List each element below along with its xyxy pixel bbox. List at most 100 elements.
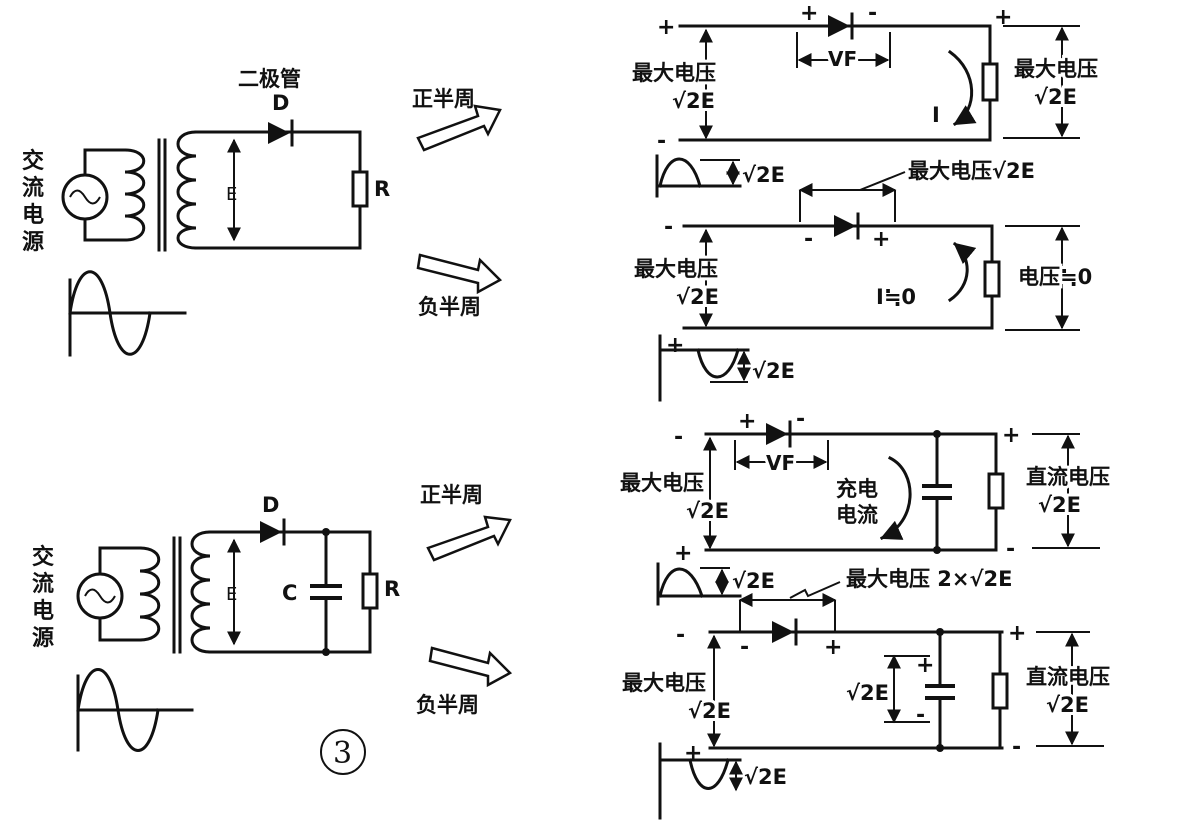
big-arrow-icon — [428, 646, 513, 688]
cap-voltage-label: √2E — [846, 681, 889, 705]
plus-sign: + — [1002, 423, 1020, 448]
charge-current-arrow — [880, 455, 912, 540]
half-wave-circuit: 交 流 电 源 二极管 D E R — [22, 67, 390, 357]
emf-label: E — [226, 184, 237, 205]
arrow-group-top: 正半周 负半周 — [412, 87, 503, 319]
junction-dot — [936, 744, 944, 752]
sine-glyph — [84, 588, 116, 604]
minus-sign: - — [1012, 735, 1021, 760]
diode-icon — [260, 521, 282, 543]
primary-wire — [98, 546, 142, 576]
source-label-char: 源 — [32, 626, 54, 651]
max-voltage-label: 最大电压 — [622, 671, 706, 695]
source-label-char: 流 — [22, 175, 44, 201]
dc-voltage-label: 直流电压 — [1026, 465, 1110, 489]
source-label-char: 交 — [22, 148, 44, 174]
diode-icon — [268, 122, 290, 144]
panel-positive-half-capacitor: - + - VF 最大电压 √2E 充电 电流 + - 直流电压 √2E + — [617, 407, 1113, 606]
half-wave-pulse — [658, 567, 704, 598]
max-voltage-label: 最大电压 — [634, 257, 718, 281]
minus-sign: - — [674, 425, 683, 450]
vf-label: VF — [766, 451, 795, 475]
resistor-label: R — [374, 177, 390, 201]
primary-wire — [83, 217, 127, 242]
current-label: I≒0 — [876, 285, 916, 309]
source-label-char: 源 — [22, 230, 44, 255]
minus-sign: - — [1006, 537, 1015, 562]
figure-number: 3 — [333, 736, 352, 771]
reverse-voltage-pointer — [789, 581, 841, 599]
diode-label: D — [272, 91, 289, 115]
resistor-label: R — [384, 577, 400, 601]
diode-label: D — [262, 493, 279, 517]
panel-positive-half: + + - VF 最大电压 √2E - I + 最大电压 √2E — [629, 1, 1101, 198]
minus-sign: - — [868, 1, 877, 26]
max-voltage-value: √2E — [688, 699, 731, 723]
max-voltage-value: √2E — [686, 499, 729, 523]
max-voltage-label: 最大电压 — [632, 61, 716, 85]
secondary-coil — [190, 530, 212, 654]
plus-sign: + — [916, 653, 934, 678]
minus-sign: - — [740, 635, 749, 660]
max-voltage-value: √2E — [676, 285, 719, 309]
dc-voltage-label: 直流电压 — [1026, 665, 1110, 689]
big-arrow-icon — [426, 515, 512, 562]
current-label: I — [932, 103, 940, 127]
dc-voltage-value: √2E — [1038, 493, 1081, 517]
source-label-char: 流 — [32, 571, 54, 597]
arrow-group-bottom: 正半周 负半周 3 — [320, 483, 513, 775]
panel-negative-half: 最大电压√2E - - + 最大电压 √2E I≒0 电压≒0 + √2E — [631, 159, 1095, 402]
output-voltage-label: 电压≒0 — [1018, 265, 1092, 289]
primary-wire — [98, 616, 142, 642]
primary-coil — [138, 546, 161, 642]
vf-label: VF — [828, 47, 857, 71]
big-arrow-icon — [416, 104, 502, 152]
junction-dot — [933, 430, 941, 438]
dc-voltage-value: √2E — [1046, 693, 1089, 717]
output-voltage-value: √2E — [1034, 85, 1077, 109]
plus-sign: + — [666, 333, 684, 358]
output-voltage-label: 最大电压 — [1014, 57, 1098, 81]
plus-sign: + — [872, 227, 890, 252]
source-label-char: 电 — [22, 203, 44, 228]
junction-dot — [936, 628, 944, 636]
minus-sign: - — [804, 227, 813, 252]
junction-dot — [322, 528, 330, 536]
minus-sign: - — [664, 215, 673, 240]
source-label-char: 电 — [32, 599, 54, 624]
charge-current-label: 电流 — [836, 503, 878, 527]
max-voltage-value: √2E — [672, 89, 715, 113]
reverse-voltage-pointer — [859, 171, 906, 191]
minus-sign: - — [796, 407, 805, 432]
current-arrow — [947, 241, 977, 303]
plus-sign: + — [657, 15, 675, 40]
negative-half-label: 负半周 — [416, 693, 479, 717]
secondary-coil — [176, 130, 198, 250]
input-sine-wave — [76, 668, 160, 752]
input-sine-wave — [68, 270, 152, 356]
panel-negative-half-capacitor: - + - √2E - + 最大电压 √2E + - 直流电压 √2E + — [619, 593, 1113, 820]
resistor-icon — [351, 170, 369, 208]
diode-icon — [772, 621, 794, 643]
sine-glyph — [69, 189, 101, 205]
plus-sign: + — [684, 741, 702, 766]
reverse-voltage-label: 最大电压 2×√2E — [846, 567, 1012, 591]
plus-sign: + — [994, 5, 1012, 30]
emf-label: E — [226, 584, 237, 605]
junction-dot — [933, 546, 941, 554]
minus-sign: - — [657, 129, 666, 154]
figure-number-circle — [320, 729, 366, 775]
positive-half-label: 正半周 — [420, 483, 483, 507]
wave-peak-label: √2E — [732, 569, 775, 593]
resistor-icon — [981, 62, 999, 102]
current-arrow — [947, 49, 977, 127]
top-wire — [194, 130, 362, 174]
primary-wire — [83, 148, 127, 177]
half-wave-pulse — [658, 157, 702, 188]
capacitor-label: C — [282, 581, 297, 605]
half-wave-pulse — [688, 758, 730, 790]
max-voltage-label: 最大电压 — [620, 471, 704, 495]
resistor-icon — [987, 472, 1005, 510]
minus-sign: - — [676, 623, 685, 648]
diode-icon — [766, 423, 788, 445]
